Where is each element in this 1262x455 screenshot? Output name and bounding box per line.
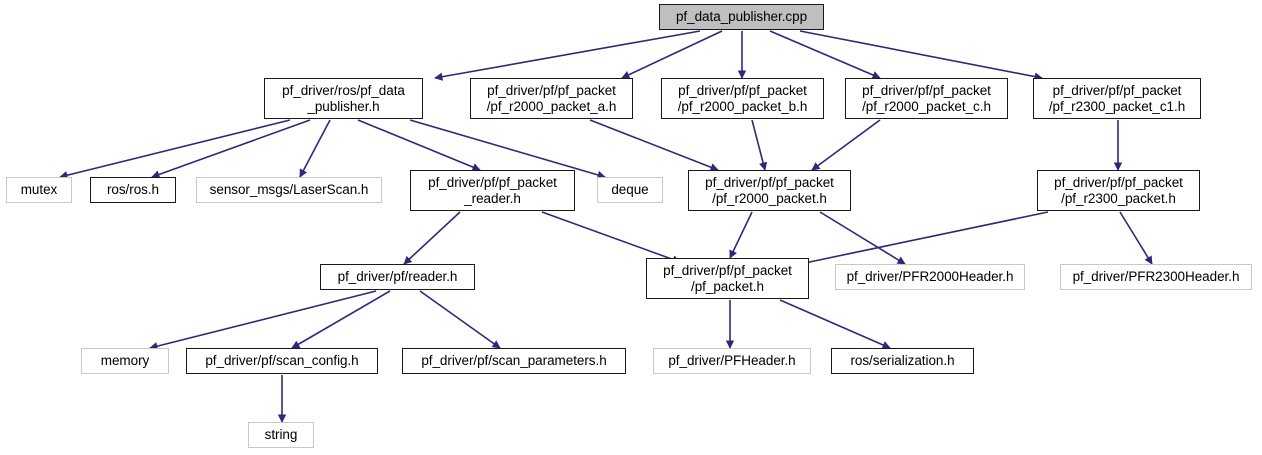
edge-pub_h-to-rosros [151,119,311,179]
graph-node-label: sensor_msgs/LaserScan.h [209,182,369,198]
graph-node-label: pf_driver/PFR2000Header.h [846,269,1014,285]
graph-node-scan_config[interactable]: pf_driver/pf/scan_config.h [186,348,378,374]
graph-node-label: pf_driver/ros/pf_data _publisher.h [282,83,405,114]
graph-node-label: pf_driver/pf/pf_packet /pf_r2000_packet_… [862,83,991,114]
graph-node-label: pf_data_publisher.cpp [675,9,808,25]
edge-pkt_c-to-r2000_pkt [811,119,881,171]
graph-node-label: pf_driver/pf/scan_config.h [205,353,359,369]
graph-node-label: pf_driver/pf/pf_packet /pf_r2000_packet_… [677,83,808,114]
edge-r2300_pkt-to-pf_packet [799,211,1049,267]
graph-node-label: deque [611,182,649,198]
graph-node-label: mutex [20,182,58,198]
graph-node-label: pf_driver/pf/pf_packet /pf_packet.h [663,263,792,294]
graph-node-pkt_c[interactable]: pf_driver/pf/pf_packet /pf_r2000_packet_… [845,78,1008,119]
edge-pkt_a-to-r2000_pkt [589,119,719,172]
edge-pkt_reader-to-pf_packet [541,211,681,264]
graph-node-pfr2300header: pf_driver/PFR2300Header.h [1060,264,1252,290]
edge-pub_h-to-mutex [59,119,291,180]
edge-r2000_pkt-to-pf_packet [729,211,753,259]
graph-node-serialization[interactable]: ros/serialization.h [831,348,974,374]
graph-node-r2000_pkt[interactable]: pf_driver/pf/pf_packet /pf_r2000_packet.… [688,170,851,211]
edge-r2300_pkt-to-pfr2300header [1119,211,1153,265]
graph-node-label: pf_driver/pf/pf_packet /pf_r2000_packet.… [705,175,834,206]
graph-node-label: pf_driver/pf/pf_packet /pf_r2000_packet_… [486,83,617,114]
graph-node-rosros[interactable]: ros/ros.h [90,177,176,203]
edge-pub_h-to-deque [409,119,606,179]
graph-node-reader[interactable]: pf_driver/pf/reader.h [320,264,475,290]
graph-node-pfr2000header: pf_driver/PFR2000Header.h [835,264,1025,290]
edge-pub_h-to-pkt_reader [357,119,481,172]
edge-pub_h-to-laserscan [299,119,331,178]
graph-node-pf_packet[interactable]: pf_driver/pf/pf_packet /pf_packet.h [646,258,809,299]
graph-node-pfheader: pf_driver/PFHeader.h [653,348,811,374]
graph-node-mutex: mutex [6,177,72,203]
graph-node-pub_h[interactable]: pf_driver/ros/pf_data _publisher.h [264,78,423,119]
graph-node-label: pf_driver/pf/reader.h [337,269,458,285]
graph-node-label: ros/serialization.h [850,353,955,369]
graph-node-scan_params[interactable]: pf_driver/pf/scan_parameters.h [402,348,626,374]
graph-node-label: pf_driver/PFHeader.h [668,353,796,369]
edge-root-to-pkt_a [621,30,723,79]
edge-root-to-pkt_c1 [799,30,1043,81]
graph-node-r2300_pkt[interactable]: pf_driver/pf/pf_packet /pf_r2300_packet.… [1037,170,1200,211]
graph-node-label: pf_driver/pf/pf_packet /pf_r2300_packet.… [1054,175,1183,206]
graph-node-root[interactable]: pf_data_publisher.cpp [659,4,824,30]
graph-node-pkt_b[interactable]: pf_driver/pf/pf_packet /pf_r2000_packet_… [661,78,824,119]
graph-node-memory: memory [81,348,169,374]
graph-node-pkt_a[interactable]: pf_driver/pf/pf_packet /pf_r2000_packet_… [470,78,633,119]
edge-pkt_reader-to-reader [403,211,461,265]
edges-group [59,30,1153,423]
graph-node-label: pf_driver/PFR2300Header.h [1072,269,1240,285]
edge-root-to-pub_h [434,30,701,81]
graph-node-pkt_reader[interactable]: pf_driver/pf/pf_packet _reader.h [410,170,575,211]
graph-node-label: string [264,427,298,443]
graph-node-deque: deque [597,177,663,203]
edge-reader-to-scan_config [291,290,391,349]
edge-pkt_b-to-r2000_pkt [751,119,768,171]
graph-node-label: pf_driver/pf/pf_packet /pf_r2300_packet_… [1048,83,1186,114]
edge-reader-to-scan_params [419,290,501,349]
graph-node-label: pf_driver/pf/scan_parameters.h [421,353,607,369]
graph-node-pkt_c1[interactable]: pf_driver/pf/pf_packet /pf_r2300_packet_… [1033,78,1201,119]
graph-node-string: string [248,422,314,448]
graph-node-label: pf_driver/pf/pf_packet _reader.h [428,175,557,206]
graph-node-laserscan: sensor_msgs/LaserScan.h [196,177,382,203]
edge-reader-to-memory [149,290,377,351]
graph-node-label: memory [100,353,150,369]
edge-r2000_pkt-to-pfr2000header [819,211,906,265]
edge-root-to-pkt_c [769,30,881,79]
edge-pf_packet-to-serialization [779,299,891,349]
graph-node-label: ros/ros.h [106,182,160,198]
